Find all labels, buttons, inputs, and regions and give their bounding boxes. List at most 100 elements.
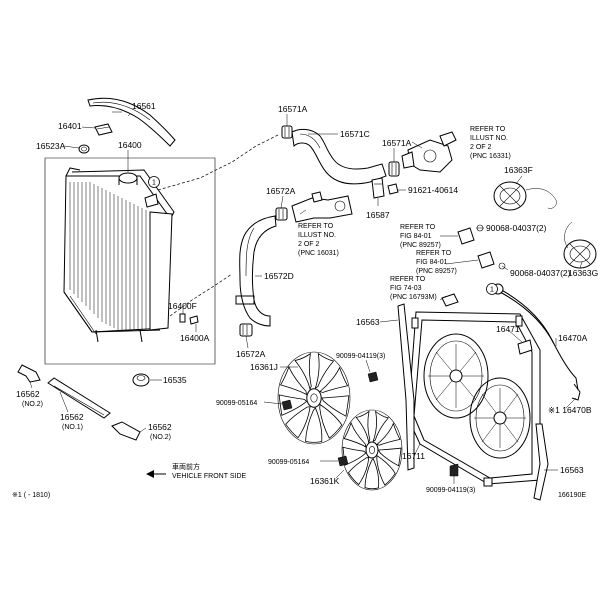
label-16400A: 16400A [180,333,210,343]
label-16561: 16561 [132,101,156,111]
ref-line-upper [157,133,281,191]
fan-blade [364,457,380,490]
svg-text:1: 1 [490,287,494,294]
drain-cock-plug [78,144,90,154]
clip-90068-b [477,251,506,270]
fan-blade [305,407,323,443]
label-90068-b: 90068-04037(2) [510,268,571,278]
fan-blade [321,395,350,417]
footnote: ※1 ( - 1810) [12,492,50,499]
fan-blade [347,457,370,486]
vehicle-front-arrow [146,470,166,478]
leader-lines [29,111,583,484]
circle-marker-1a: 1 [148,176,160,188]
lower-hose [239,215,277,327]
radiator-support-cushion [132,373,150,387]
label-16571A-top: 16571A [278,104,308,114]
bolt-90099-05164-top [281,399,293,411]
side-seal-right [533,423,549,501]
label-16571A-right: 16571A [382,138,412,148]
water-outlet-pipe [291,191,353,223]
label-16563-bottom: 16563 [560,465,584,475]
circle-marker-1b: 1 [486,283,498,295]
ref-16031: REFER TO ILLUST NO. 2 OF 2 (PNC 16031) [298,223,339,257]
fan-blade [319,403,343,439]
ref-89257-b: REFER TO FIG 84-01 (PNC 89257) [416,250,457,275]
side-seal-left [397,303,415,471]
label-16363G: 16363G [568,268,598,278]
fan-blade [372,410,390,443]
label-16571C: 16571C [340,129,370,139]
label-16470A: 16470A [558,333,588,343]
label-16401: 16401 [58,121,82,131]
fan-blade [342,446,367,466]
label-16562-center-sub: (NO.1) [62,424,83,431]
fan-hub-center [368,446,375,454]
bolt-90099-05164-bot [337,455,349,467]
diagram-code: 166190E [558,492,586,499]
fan-hub [365,441,379,459]
fan-blade [278,394,308,416]
label-90099-04119-top: 90099-04119(3) [336,353,385,360]
direction-jp: 車両前方 [172,462,200,471]
label-16400: 16400 [118,140,142,150]
bracket-16793 [441,293,459,307]
fan-motor-f [493,181,557,211]
drain-cock [179,313,199,325]
direction-en: VEHICLE FRONT SIDE [172,473,246,480]
label-16572D: 16572D [264,271,294,281]
lower-hose-clamp-top [275,207,288,221]
hose-clip [371,177,385,199]
label-16562-left: 16562 [16,389,40,399]
bolt-90099-04119-top [367,371,379,383]
radiator-core [63,167,175,343]
fan-outline [277,351,351,445]
ref-16331: REFER TO ILLUST NO. 2 OF 2 (PNC 16331) [470,126,511,160]
label-16470B: ※1 16470B [548,405,592,415]
upper-hose-clamp-right [388,161,400,177]
label-16572A-top: 16572A [266,186,296,196]
fan-blade [280,365,308,396]
reservoir-clamp [517,339,533,355]
label-16562-right-sub: (NO.2) [150,434,171,441]
radiator-cap [94,123,113,136]
label-16471: 16471 [496,324,520,334]
label-90068-a: 90068-04037(2) [486,223,547,233]
seal-no2-right [111,421,141,441]
ref-89257-a: REFER TO FIG 84-01 (PNC 89257) [400,224,441,249]
hose-16470B [571,383,581,401]
fan-blade [343,421,367,448]
fan-blade [285,406,311,439]
label-16572A-bottom: 16572A [236,349,266,359]
label-16587: 16587 [366,210,390,220]
label-16361K: 16361K [310,476,340,486]
ref-16793: REFER TO FIG 74-03 (PNC 16793M) [390,276,437,301]
svg-text:1: 1 [152,180,156,187]
label-90099-04119-bot: 90099-04119(3) [426,487,475,494]
fan-blade [314,352,335,389]
seal-no2-left [17,364,41,383]
fan-shroud [407,311,541,487]
water-inlet-housing [401,131,457,173]
fan-blade [319,366,349,393]
ref-line-lower [169,273,233,317]
fan-blade [377,447,402,467]
upper-hose-clamp-top [281,125,293,139]
fan-hub-center [310,393,318,403]
fan-hub [306,388,322,408]
label-16562-left-sub: (NO.2) [22,401,43,408]
fan-blade [376,422,401,446]
fan-blade [355,410,371,444]
label-16562-right: 16562 [148,422,172,432]
fan-16361K [341,409,403,491]
label-16400F: 16400F [168,301,197,311]
label-16363F: 16363F [504,165,533,175]
label-16523A: 16523A [36,141,66,151]
fan-outline [341,409,403,491]
radiator-group-box [44,157,216,365]
label-16361J: 16361J [250,362,278,372]
fan-blade [294,352,312,391]
bolt-91621 [387,183,399,195]
label-90099-05164-top: 90099-05164 [216,400,257,407]
